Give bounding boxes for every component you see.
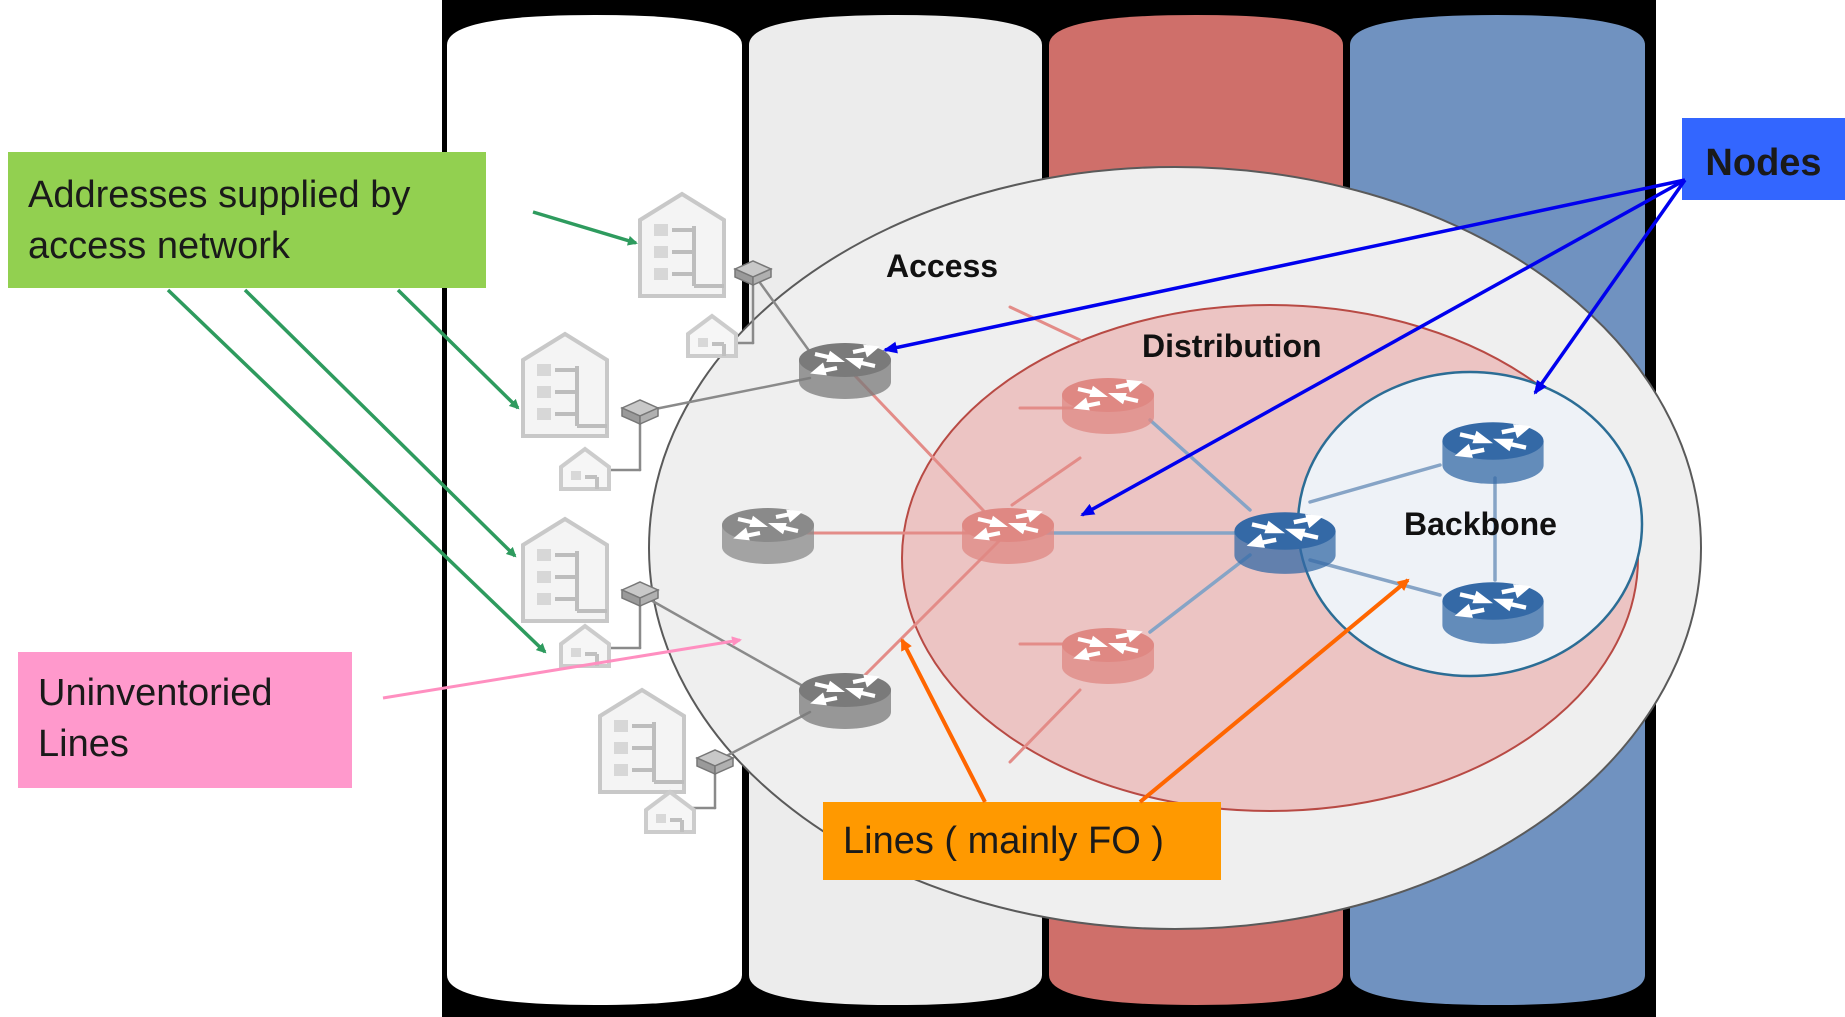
- router-icon: [1060, 626, 1156, 686]
- addresses-callout: Addresses supplied by access network: [28, 174, 411, 268]
- router-icon: [797, 671, 893, 731]
- router-icon: [1060, 376, 1156, 436]
- distribution-label: Distribution: [1142, 328, 1322, 364]
- lines-callout-box: [823, 802, 1221, 880]
- nodes-callout: Nodes: [1705, 142, 1822, 184]
- lines-callout: Lines ( mainly FO ): [843, 820, 1164, 862]
- callout-arrows: [166, 178, 1687, 804]
- router-icon: [960, 506, 1056, 566]
- network-links: [576, 271, 1497, 810]
- uninventoried-callout-box: [18, 652, 352, 788]
- router-icon: [1442, 582, 1543, 644]
- access-label: Access: [886, 248, 999, 284]
- router-icon: [720, 506, 816, 566]
- router-icon: [1442, 422, 1543, 484]
- router-icon: [797, 341, 893, 401]
- backbone-label: Backbone: [1404, 506, 1557, 542]
- addresses-callout-box: [8, 152, 486, 288]
- nodes-callout-box: [1682, 118, 1845, 200]
- uninventoried-lines-callout: Uninventoried Lines: [38, 672, 273, 766]
- router-icon: [1234, 512, 1335, 574]
